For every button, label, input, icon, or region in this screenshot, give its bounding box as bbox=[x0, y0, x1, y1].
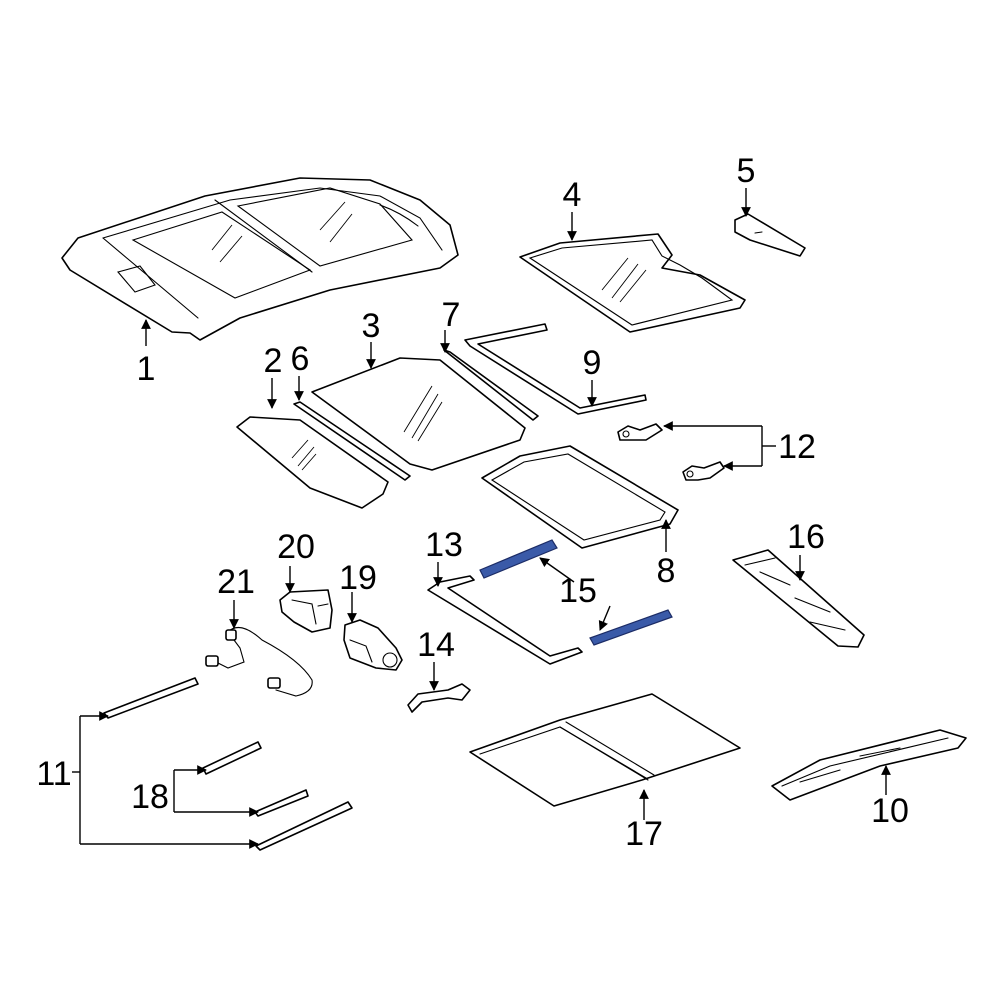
rear-rail-part-10[interactable] bbox=[771, 729, 967, 801]
front-glass-part-2[interactable] bbox=[236, 416, 389, 509]
trim-panel-part-16[interactable] bbox=[732, 549, 865, 648]
sunshade-part-17[interactable] bbox=[469, 693, 741, 807]
callout-18: 18 bbox=[131, 778, 169, 816]
motor-part-19[interactable] bbox=[343, 619, 403, 671]
callout-5: 5 bbox=[737, 152, 756, 190]
callout-8: 8 bbox=[657, 552, 676, 590]
callout-9: 9 bbox=[583, 344, 602, 382]
callout-10: 10 bbox=[871, 792, 909, 830]
callout-14: 14 bbox=[417, 626, 455, 664]
rear-glass-part-4[interactable] bbox=[519, 233, 746, 333]
callout-3: 3 bbox=[362, 307, 381, 345]
callout-labels: 1 2 6 3 7 4 5 9 12 8 13 15 16 20 19 21 1… bbox=[36, 152, 909, 853]
callout-16: 16 bbox=[787, 518, 825, 556]
hinge-bracket-part-12-upper[interactable] bbox=[617, 423, 663, 441]
drain-hose-part-18-upper[interactable] bbox=[202, 741, 262, 775]
bracket-part-5[interactable] bbox=[734, 213, 806, 257]
callout-2: 2 bbox=[264, 342, 283, 380]
callout-1: 1 bbox=[137, 350, 156, 388]
callout-21: 21 bbox=[217, 563, 255, 601]
callout-6: 6 bbox=[291, 340, 310, 378]
callout-20: 20 bbox=[277, 528, 315, 566]
guide-rail-part-15-lower[interactable] bbox=[589, 609, 673, 646]
drain-rail-part-11-upper[interactable] bbox=[103, 677, 199, 719]
callout-11: 11 bbox=[36, 755, 71, 793]
seal-strip-part-6[interactable] bbox=[293, 401, 411, 481]
wind-deflector-part-13[interactable] bbox=[427, 575, 583, 665]
leader-lines bbox=[72, 188, 891, 849]
drain-hose-part-18-lower[interactable] bbox=[254, 789, 309, 817]
gutter-trim-part-9[interactable] bbox=[464, 323, 647, 415]
callout-15: 15 bbox=[559, 572, 597, 610]
frame-seal-part-8[interactable] bbox=[481, 445, 679, 549]
roof-frame-part-1[interactable] bbox=[61, 177, 459, 341]
hinge-bracket-part-12-lower[interactable] bbox=[682, 461, 725, 481]
callout-7: 7 bbox=[442, 296, 461, 334]
callout-19: 19 bbox=[339, 559, 377, 597]
callout-17: 17 bbox=[625, 815, 663, 853]
callout-4: 4 bbox=[563, 176, 582, 214]
cable-part-14[interactable] bbox=[407, 683, 471, 713]
wiring-harness-part-21[interactable] bbox=[205, 626, 313, 697]
motor-part-20[interactable] bbox=[279, 589, 333, 633]
callout-12: 12 bbox=[778, 428, 816, 466]
guide-rail-part-15-upper[interactable] bbox=[479, 539, 558, 579]
callout-13: 13 bbox=[425, 526, 463, 564]
middle-glass-part-3[interactable] bbox=[311, 357, 526, 471]
